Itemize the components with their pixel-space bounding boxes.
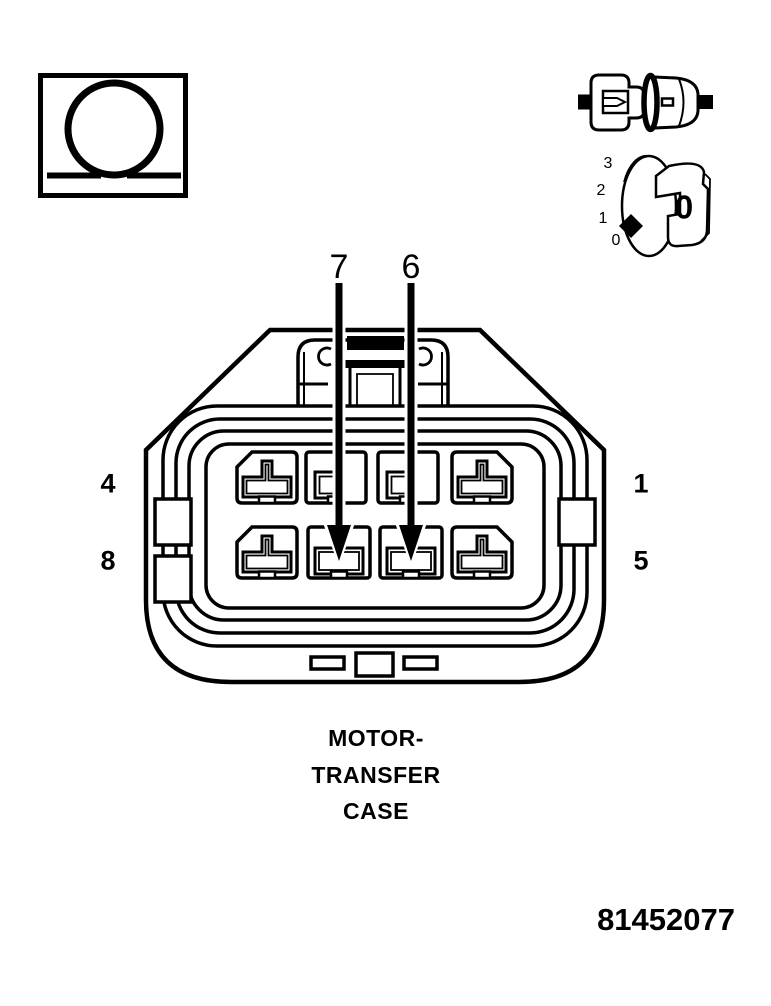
callout-arrow-pin-6 (395, 282, 427, 566)
inline-connector-icon (578, 72, 713, 133)
pin-cavity-8 (235, 525, 299, 580)
bottom-index-right (402, 655, 439, 671)
pin-label-4: 4 (100, 468, 116, 499)
pin-cavity-4 (235, 450, 299, 505)
wire-stub-right (698, 95, 713, 109)
bottom-index-center (354, 651, 395, 678)
pin-cavity-1 (450, 450, 514, 505)
side-tab-left-upper (153, 497, 193, 547)
side-tab-left-lower (153, 554, 193, 604)
pin-label-1: 1 (633, 468, 649, 499)
omega-resistance-symbol-icon (38, 73, 188, 198)
caption-line-1: MOTOR- (328, 725, 424, 751)
dial-position-marker (619, 214, 643, 238)
pin-label-5: 5 (633, 545, 649, 576)
side-tab-right (557, 497, 597, 547)
callout-arrow-pin-7 (323, 282, 355, 566)
dial-label-1: 1 (598, 210, 608, 227)
bottom-index-left (309, 655, 346, 671)
caption-line-2: TRANSFER (311, 761, 441, 788)
pin-label-8: 8 (100, 545, 116, 576)
connector-face-drawing (143, 282, 607, 685)
part-number: 81452077 (597, 902, 735, 937)
caption-line-3: CASE (343, 798, 409, 824)
key-head (654, 162, 710, 248)
ignition-key-icon (619, 154, 711, 258)
pin-cavity-5 (450, 525, 514, 580)
key-face-label: 0 (674, 188, 694, 226)
dial-label-2: 2 (596, 182, 606, 199)
female-connector-body (652, 75, 700, 130)
wire-stub-left (578, 94, 593, 110)
dial-label-3: 3 (603, 155, 613, 172)
connector-latch (296, 336, 450, 406)
callout-label-pin-6: 6 (401, 248, 421, 286)
callout-label-pin-7: 7 (329, 248, 349, 286)
dial-label-0: 0 (611, 232, 621, 249)
connector-caption: MOTOR- TRANSFER CASE (311, 720, 440, 830)
